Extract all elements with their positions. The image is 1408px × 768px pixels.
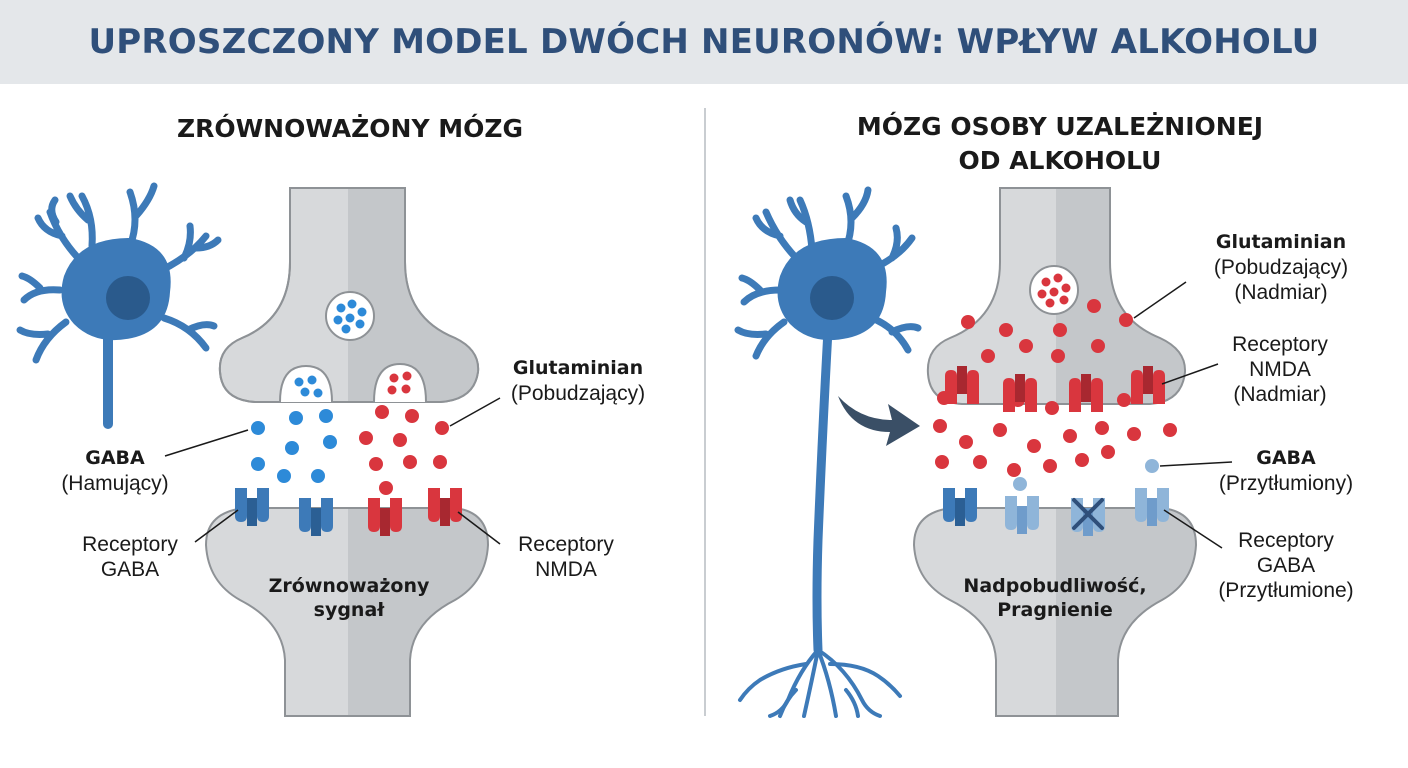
left-gaba-name: GABA (85, 447, 145, 469)
right-gaba-receptors-line2: GABA (1256, 554, 1316, 577)
main-title: UPROSZCZONY MODEL DWÓCH NEURONÓW: WPŁYW … (88, 22, 1320, 62)
right-glutamate-label: Glutaminian (Pobudzający) (Nadmiar) (1186, 230, 1376, 305)
right-glutamate-molecules (933, 299, 1177, 477)
left-vesicle-top (325, 291, 375, 341)
left-center-line2: sygnał (313, 599, 385, 621)
right-nmda-line3: (Nadmiar) (1233, 383, 1327, 406)
right-gaba-label: GABA (Przytłumiony) (1196, 446, 1376, 496)
left-panel-heading: ZRÓWNOWAŻONY MÓZG (160, 112, 540, 146)
right-vesicle (1029, 265, 1079, 315)
left-glutamate-label: Glutaminian (Pobudzający) (488, 356, 668, 406)
right-nmda-line1: Receptory (1232, 333, 1328, 356)
right-heading-line2: OD ALKOHOLU (958, 146, 1162, 175)
left-nmda-receptors-line2: NMDA (535, 558, 597, 581)
blocked-receptor-x (1072, 498, 1104, 530)
left-vesicle-gaba (279, 364, 333, 403)
left-leader-lines (164, 397, 501, 545)
left-postsynaptic-terminal (204, 507, 490, 717)
right-gaba-name: GABA (1256, 447, 1316, 469)
left-nmda-receptors-line1: Receptory (518, 533, 614, 556)
left-gaba-receptors-line2: GABA (100, 558, 160, 581)
right-leader-lines (1133, 281, 1233, 549)
right-center-line2: Pragnienie (997, 599, 1113, 621)
left-nmda-receptors-label: Receptory NMDA (496, 532, 636, 582)
transition-arrow (838, 396, 920, 446)
right-center-line1: Nadpobudliwość, (963, 575, 1147, 597)
left-gaba-receptors-label: Receptory GABA (60, 532, 200, 582)
right-gaba-receptors-line3: (Przytłumione) (1218, 579, 1354, 602)
right-axon-terminals (738, 648, 902, 718)
left-neuron-nucleus (106, 276, 150, 320)
left-gaba-receptors-line1: Receptory (82, 533, 178, 556)
left-gaba-label: GABA (Hamujący) (40, 446, 190, 496)
right-neuron-nucleus (810, 276, 854, 320)
right-gaba-note: (Przytłumiony) (1218, 472, 1354, 495)
right-nmda-line2: NMDA (1249, 358, 1311, 381)
right-glutamate-note2: (Nadmiar) (1234, 281, 1328, 304)
left-glutamate-name: Glutaminian (512, 357, 644, 379)
left-heading-text: ZRÓWNOWAŻONY MÓZG (176, 114, 524, 143)
left-glutamate-note: (Pobudzający) (510, 382, 646, 405)
left-vesicle-glutamate (373, 362, 427, 403)
left-center-label: Zrównoważony sygnał (244, 574, 454, 622)
right-panel-heading: MÓZG OSOBY UZALEŻNIONEJ OD ALKOHOLU (840, 110, 1280, 178)
right-glutamate-note1: (Pobudzający) (1213, 256, 1349, 279)
right-gaba-molecules (1013, 459, 1159, 491)
right-heading-line1: MÓZG OSOBY UZALEŻNIONEJ (856, 112, 1264, 141)
right-nmda-receptors-label: Receptory NMDA (Nadmiar) (1210, 332, 1350, 407)
right-glutamate-name: Glutaminian (1215, 231, 1347, 253)
right-gaba-receptors-line1: Receptory (1238, 529, 1334, 552)
right-postsynaptic-terminal (912, 507, 1198, 717)
left-glutamate-molecules (359, 405, 449, 495)
right-gaba-receptors-label: Receptory GABA (Przytłumione) (1196, 528, 1376, 603)
right-center-label: Nadpobudliwość, Pragnienie (940, 574, 1170, 622)
left-gaba-note: (Hamujący) (61, 472, 169, 495)
left-gaba-molecules (251, 409, 337, 483)
left-center-line1: Zrównoważony (268, 575, 430, 597)
title-bar: UPROSZCZONY MODEL DWÓCH NEURONÓW: WPŁYW … (0, 0, 1408, 84)
